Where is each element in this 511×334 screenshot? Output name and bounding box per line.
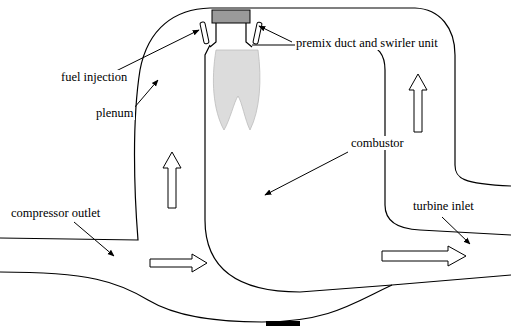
flow-arrow (163, 152, 181, 208)
part-label: turbine inlet (412, 199, 475, 213)
mount-bar (266, 321, 300, 326)
flow-arrow (409, 74, 427, 132)
leader-line (442, 217, 470, 244)
leader-line (74, 222, 114, 256)
part-label: combustor (350, 136, 405, 150)
leader-line (134, 80, 158, 108)
part-label: premix duct and swirler unit (295, 36, 439, 50)
fuel-injector (253, 22, 262, 45)
liner-wall (252, 45, 511, 235)
leader-line (259, 26, 292, 42)
part-label: plenum (95, 106, 135, 120)
part-label: compressor outlet (10, 206, 101, 220)
liner-wall (205, 45, 511, 292)
casing-wall (0, 8, 511, 240)
flow-arrow (150, 254, 207, 272)
part-label: fuel injection (60, 70, 128, 84)
flame (213, 50, 260, 130)
leader-line (265, 152, 348, 195)
flow-arrow (382, 246, 466, 266)
casing-bottom (0, 272, 392, 322)
fuel-injector (200, 22, 209, 45)
premix-duct (210, 23, 252, 47)
swirler-unit (212, 10, 250, 23)
leader-line (110, 30, 199, 74)
